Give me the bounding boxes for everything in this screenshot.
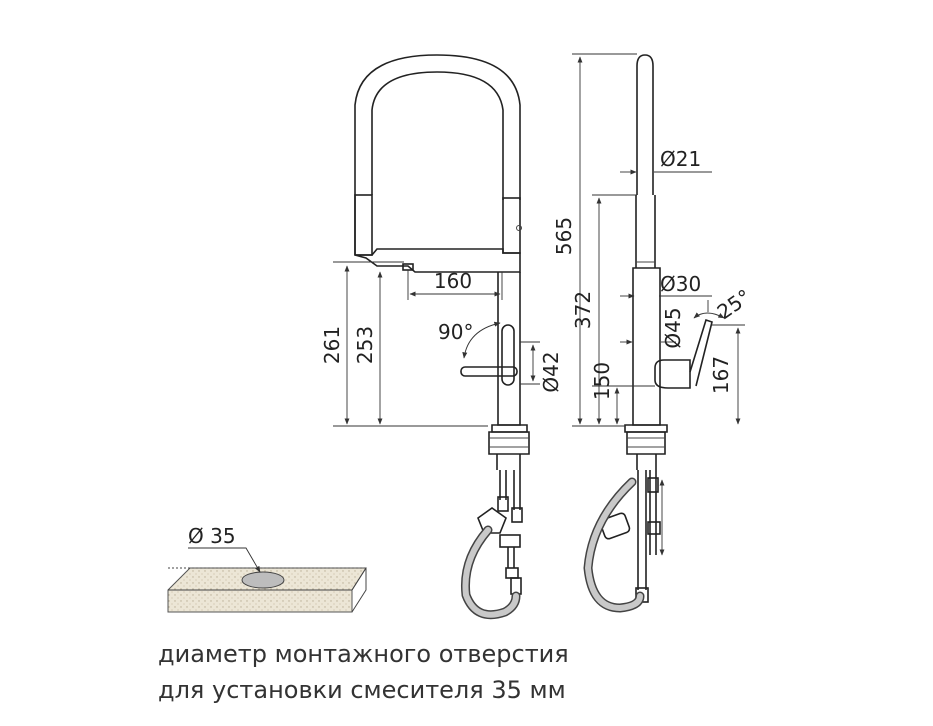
front-lever bbox=[501, 324, 515, 386]
front-body-diameter-label: Ø42 bbox=[539, 351, 563, 392]
front-base bbox=[491, 424, 528, 433]
front-collar bbox=[488, 431, 530, 455]
front-left-sleeve bbox=[354, 194, 373, 256]
side-collar bbox=[626, 431, 666, 455]
side-spout-diameter-label: Ø21 bbox=[660, 147, 701, 171]
front-hose bbox=[462, 527, 519, 618]
side-pipe-right bbox=[649, 470, 657, 555]
side-lever-angle-label: 25° bbox=[713, 284, 756, 324]
front-spring-arc-inner bbox=[371, 71, 504, 200]
front-dim-extension-lines bbox=[333, 261, 488, 427]
countertop-edges bbox=[168, 567, 367, 613]
mounting-hole-leader bbox=[188, 547, 261, 573]
mounting-hole-diameter-label: Ø 35 bbox=[188, 524, 236, 548]
front-spring-arc bbox=[354, 54, 521, 255]
side-height-lever-label: 150 bbox=[590, 362, 614, 400]
front-shank bbox=[496, 454, 521, 470]
side-weight bbox=[599, 512, 631, 540]
side-height-handle-label: 167 bbox=[709, 356, 733, 394]
front-hose-outline bbox=[460, 525, 521, 620]
side-dim-extension-lines bbox=[572, 53, 655, 427]
side-base-diameter-label: Ø45 bbox=[661, 307, 685, 348]
front-pipe-right bbox=[513, 470, 521, 510]
front-view: 261 253 160 90° Ø42 bbox=[320, 54, 563, 620]
side-height-body-label: 372 bbox=[571, 291, 595, 329]
side-collar-threads bbox=[627, 437, 665, 448]
side-shank bbox=[636, 454, 657, 470]
side-handle-block bbox=[654, 359, 691, 389]
side-hose bbox=[584, 479, 643, 612]
side-body bbox=[632, 267, 661, 426]
front-nut-right bbox=[511, 507, 523, 523]
caption-line-2: для установки смесителя 35 мм bbox=[158, 676, 566, 704]
front-pipe-lower bbox=[507, 547, 515, 568]
front-spout-bar bbox=[354, 248, 521, 273]
side-spray-pipe bbox=[636, 54, 654, 195]
front-reach-extension bbox=[407, 270, 503, 300]
front-connector bbox=[499, 534, 521, 548]
front-lever-angle-arc bbox=[462, 321, 501, 359]
side-view: 565 372 150 Ø21 Ø30 Ø45 25° 167 bbox=[552, 53, 756, 613]
front-pipe-left bbox=[499, 470, 507, 500]
side-handle-lever bbox=[689, 318, 713, 387]
side-pipe-left bbox=[637, 470, 647, 590]
front-dia-extension bbox=[520, 341, 540, 385]
side-neck bbox=[635, 195, 656, 268]
front-height-spout-label: 253 bbox=[353, 326, 377, 364]
front-collar-threads bbox=[489, 437, 529, 448]
front-nut-left bbox=[497, 496, 509, 512]
side-nut-upper bbox=[647, 477, 659, 493]
side-angle-arc bbox=[693, 312, 725, 319]
front-spray-button bbox=[516, 225, 522, 231]
front-lever-horizontal bbox=[460, 366, 518, 377]
caption-line-1: диаметр монтажного отверстия bbox=[158, 640, 569, 668]
front-nut-lower bbox=[505, 567, 519, 579]
mounting-hole-diagram: Ø 35 bbox=[167, 524, 367, 613]
front-lever-angle-label: 90° bbox=[438, 320, 473, 344]
front-reach-label: 160 bbox=[434, 269, 472, 293]
side-base bbox=[624, 424, 668, 433]
front-height-total-label: 261 bbox=[320, 326, 344, 364]
side-neck-diameter-label: Ø30 bbox=[660, 272, 701, 296]
side-height-total-label: 565 bbox=[552, 217, 576, 255]
mounting-hole bbox=[241, 571, 285, 589]
side-neck-ring bbox=[636, 261, 655, 269]
